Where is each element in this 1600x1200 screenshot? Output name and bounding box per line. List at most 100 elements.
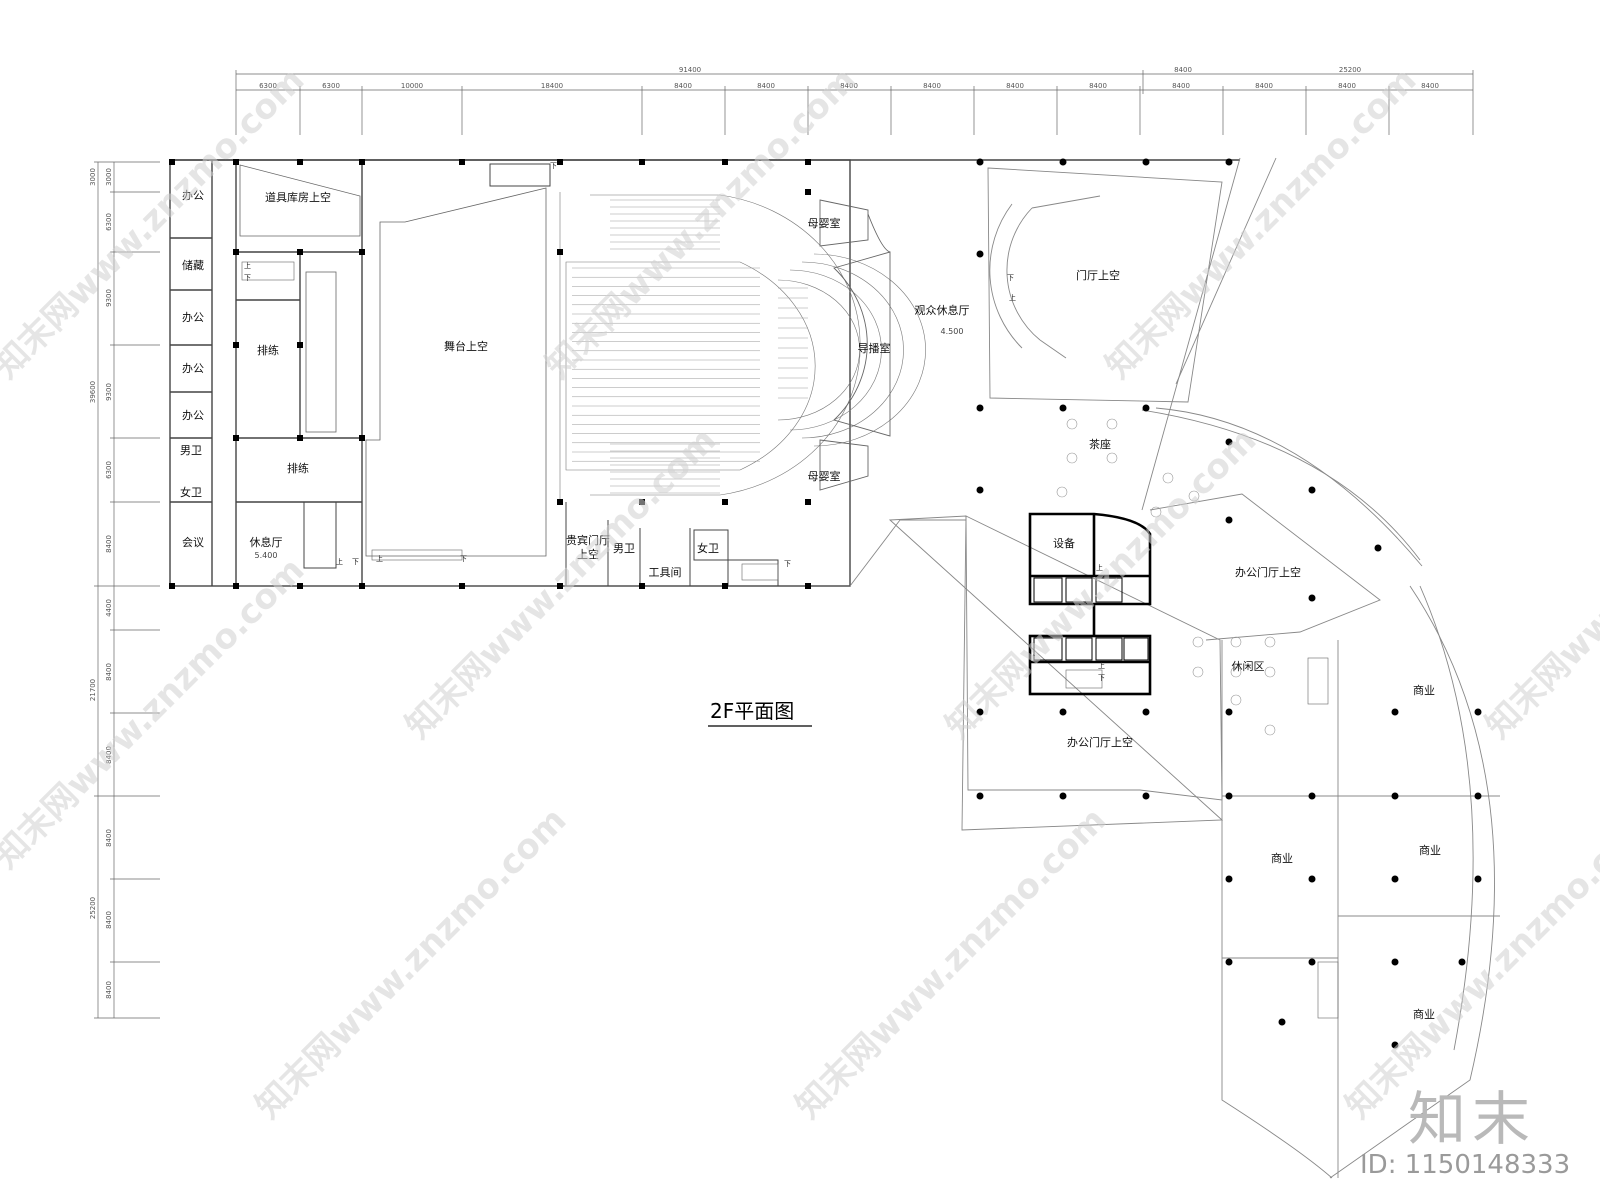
table: [1066, 418, 1078, 430]
watermark-logo: 知末: [1408, 1085, 1537, 1153]
column: [1142, 792, 1150, 800]
column: [639, 159, 645, 165]
column: [1308, 594, 1316, 602]
column: [1059, 792, 1067, 800]
dim-left: 6300: [105, 213, 113, 231]
column: [1308, 792, 1316, 800]
dim-top: 8400: [1089, 82, 1107, 90]
dim-top: 8400: [1421, 82, 1439, 90]
column: [976, 158, 984, 166]
stair-up-label: 上: [244, 261, 251, 270]
column: [557, 159, 563, 165]
room-mother: 母婴室: [808, 469, 841, 483]
dim-top: 8400: [674, 82, 692, 90]
watermark-text: 知末网www.znzmo.com: [248, 800, 574, 1126]
stair-down-label: 下: [550, 162, 557, 170]
stair-up-label: 上: [1098, 661, 1105, 670]
column: [233, 583, 239, 589]
room-mother: 母婴室: [808, 216, 841, 230]
room-tea: 茶座: [1089, 437, 1111, 451]
room-vip-void-1: 贵宾门厅: [566, 533, 610, 547]
column: [976, 486, 984, 494]
column: [805, 583, 811, 589]
column: [976, 792, 984, 800]
column: [976, 708, 984, 716]
stair-down-label: 下: [460, 555, 467, 563]
dim-left: 4400: [105, 599, 113, 617]
column: [722, 583, 728, 589]
column: [297, 159, 303, 165]
dim-left: 39600: [89, 381, 97, 403]
column: [805, 159, 811, 165]
column: [639, 499, 645, 505]
dim-top: 6300: [259, 82, 277, 90]
stair-down-label: 下: [1098, 674, 1105, 682]
elevator-core: [1028, 512, 1152, 696]
watermark-text: 知末网www.znzmo.com: [0, 550, 312, 876]
column: [1308, 958, 1316, 966]
table: [1066, 452, 1078, 464]
room-office: 办公: [182, 409, 204, 422]
room-commerce: 商业: [1413, 683, 1435, 697]
room-office: 办公: [182, 311, 204, 324]
column: [169, 583, 175, 589]
stair-up-label: 上: [336, 557, 343, 566]
column: [233, 435, 239, 441]
column: [1474, 875, 1482, 883]
column: [1391, 958, 1399, 966]
column: [722, 159, 728, 165]
room-equipment: 设备: [1053, 536, 1075, 550]
column: [1474, 708, 1482, 716]
column: [359, 159, 365, 165]
column: [1374, 544, 1382, 552]
stair-down-label: 下: [784, 560, 791, 568]
column: [1225, 158, 1233, 166]
column: [557, 583, 563, 589]
dim-top: 18400: [541, 82, 563, 90]
column: [1391, 875, 1399, 883]
table: [1106, 418, 1118, 430]
table: [1106, 452, 1118, 464]
table: [1264, 724, 1276, 736]
room-commerce: 商业: [1271, 851, 1293, 865]
column: [1059, 404, 1067, 412]
room-hall-void: 门厅上空: [1076, 268, 1120, 282]
table: [1192, 636, 1204, 648]
stair-up-label: 上: [1096, 563, 1103, 572]
column: [722, 499, 728, 505]
column: [1308, 486, 1316, 494]
column: [1059, 708, 1067, 716]
dim-left: 8400: [105, 746, 113, 764]
office-lobby-outline: [849, 515, 1224, 831]
dim-top: 8400: [1338, 82, 1356, 90]
column: [557, 249, 563, 255]
room-commerce: 商业: [1413, 1007, 1435, 1021]
room-women-wc: 女卫: [180, 485, 202, 499]
structural-columns: [169, 158, 1482, 1049]
watermark-text: 知末网www.znzmo.com: [788, 800, 1114, 1126]
stair-down-label: 下: [244, 274, 251, 282]
top-dimension-text: 91400 8400 25200 6300 6300 10000 18400 8…: [259, 66, 1439, 90]
column: [557, 499, 563, 505]
table: [1162, 472, 1174, 484]
table: [1230, 636, 1242, 648]
column: [1225, 792, 1233, 800]
table: [1188, 490, 1200, 502]
table: [1264, 666, 1276, 678]
column: [297, 435, 303, 441]
stair-labels: 上 下 上 下 上 下 下 下 上 上 上 下 下: [244, 162, 1105, 682]
dim-left: 8400: [105, 535, 113, 553]
auditorium-seat-rows: [572, 199, 808, 494]
stair-down-label: 下: [352, 558, 359, 566]
room-rehearsal: 排练: [257, 343, 279, 357]
stair-up-label: 上: [1009, 293, 1016, 302]
room-prop-void: 道具库房上空: [265, 190, 331, 204]
column: [1391, 1041, 1399, 1049]
stair-down-label: 下: [1007, 274, 1014, 282]
left-block-walls: [169, 159, 1240, 587]
dim-left: 9300: [105, 383, 113, 401]
lobby-outline: [987, 157, 1423, 567]
room-lounge: 休息厅: [250, 535, 283, 549]
watermark-text: 知末网www.znzmo.com: [938, 420, 1264, 746]
dim-total-2: 8400: [1174, 66, 1192, 74]
